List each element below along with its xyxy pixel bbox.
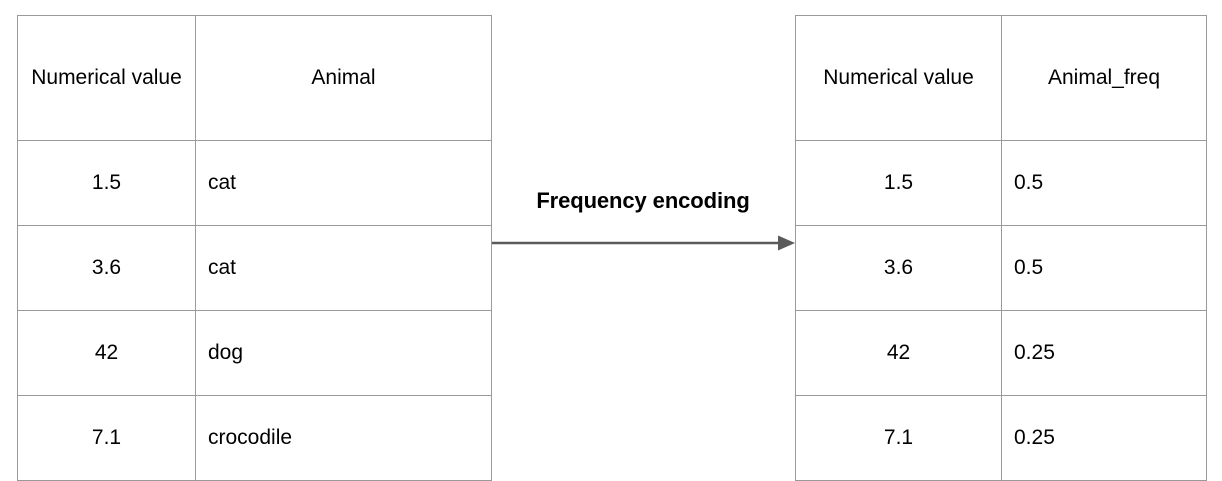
output-table-header: Numerical value Animal_freq — [795, 15, 1207, 141]
table-row: 3.6 0.5 — [795, 225, 1207, 311]
cell-numerical-value: 3.6 — [17, 225, 196, 311]
transform-label: Frequency encoding — [536, 188, 750, 213]
table-row: 1.5 0.5 — [795, 140, 1207, 226]
cell-animal: cat — [195, 225, 492, 311]
cell-numerical-value: 3.6 — [795, 225, 1002, 311]
cell-numerical-value: 42 — [795, 310, 1002, 396]
table-row: 3.6 cat — [17, 225, 492, 311]
frequency-encoding-diagram: Numerical value Animal 1.5 cat 3.6 cat 4… — [17, 15, 1207, 481]
cell-numerical-value: 7.1 — [17, 395, 196, 481]
output-table-body: 1.5 0.5 3.6 0.5 42 0.25 7.1 0.25 — [795, 140, 1207, 481]
table-row: 7.1 crocodile — [17, 395, 492, 481]
cell-animal-freq: 0.25 — [1001, 395, 1207, 481]
cell-animal-freq: 0.25 — [1001, 310, 1207, 396]
transform-group: Frequency encoding — [490, 188, 796, 260]
cell-animal: crocodile — [195, 395, 492, 481]
output-table: Numerical value Animal_freq 1.5 0.5 3.6 … — [795, 15, 1207, 481]
table-row: 7.1 0.25 — [795, 395, 1207, 481]
arrow-right-icon — [492, 235, 795, 251]
table-row: 1.5 cat — [17, 140, 492, 226]
table-header-row: Numerical value Animal_freq — [795, 15, 1207, 141]
input-table-header: Numerical value Animal — [17, 15, 492, 141]
cell-numerical-value: 1.5 — [17, 140, 196, 226]
table-header-row: Numerical value Animal — [17, 15, 492, 141]
cell-animal-freq: 0.5 — [1001, 140, 1207, 226]
cell-animal: cat — [195, 140, 492, 226]
cell-animal: dog — [195, 310, 492, 396]
cell-animal-freq: 0.5 — [1001, 225, 1207, 311]
cell-numerical-value: 7.1 — [795, 395, 1002, 481]
input-table-body: 1.5 cat 3.6 cat 42 dog 7.1 crocodile — [17, 140, 492, 481]
cell-numerical-value: 1.5 — [795, 140, 1002, 226]
table-row: 42 dog — [17, 310, 492, 396]
cell-numerical-value: 42 — [17, 310, 196, 396]
column-header-numerical-value: Numerical value — [795, 15, 1002, 141]
column-header-animal: Animal — [195, 15, 492, 141]
column-header-animal-freq: Animal_freq — [1001, 15, 1207, 141]
column-header-numerical-value: Numerical value — [17, 15, 196, 141]
input-table: Numerical value Animal 1.5 cat 3.6 cat 4… — [17, 15, 492, 481]
table-row: 42 0.25 — [795, 310, 1207, 396]
